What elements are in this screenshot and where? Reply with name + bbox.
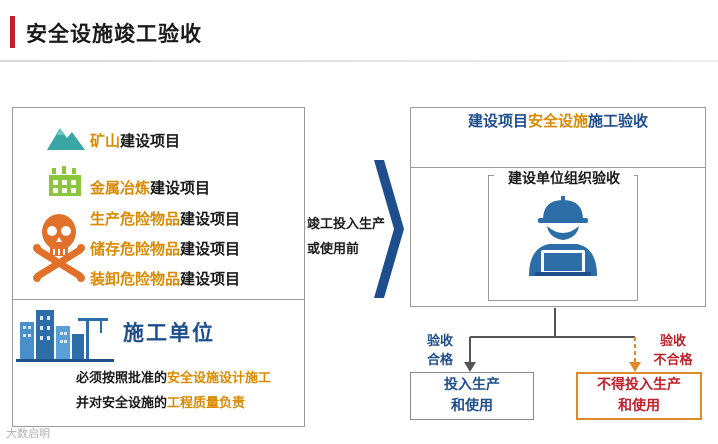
fail-result-line-2: 和使用 [618,398,660,414]
worker-laptop-icon [529,196,597,276]
requirement-line-1: 必须按照批准的安全设施设计施工 [76,371,272,386]
fail-label-line-1: 验收 [659,334,686,349]
acceptance-divider [410,167,706,168]
pass-result-box [410,372,534,420]
pass-label-line-2: 合格 [426,353,453,368]
organize-acceptance-label: 建设单位组织验收 [494,168,634,188]
header-divider [0,60,718,62]
project-item-hazard-storage: 储存危险物品建设项目 [90,240,241,258]
pass-result-line-2: 和使用 [451,398,493,414]
project-item-metallurgy: 金属冶炼建设项目 [90,179,211,197]
fail-label-line-2: 不合格 [653,353,693,368]
title-accent-bar [10,16,15,48]
condition-line-1: 竣工投入生产 [307,217,386,232]
pass-result-line-1: 投入生产 [444,377,500,393]
construction-unit-title: 施工单位 [123,321,215,345]
chevron-right-icon [374,160,404,298]
factory-icon [49,166,81,196]
fail-result-line-1: 不得投入生产 [597,377,681,393]
city-buildings-icon [16,310,114,362]
project-item-hazard-production: 生产危险物品建设项目 [90,210,241,228]
condition-line-2: 或使用前 [307,242,360,257]
panel-divider [12,299,305,300]
acceptance-panel [410,107,706,307]
project-item-mining: 矿山建设项目 [90,132,181,150]
mountain-icon [47,128,85,150]
result-connectors [464,308,641,372]
page-title: 安全设施竣工验收 [26,22,202,46]
fail-result-box [576,372,702,420]
skull-crossbones-icon [33,214,85,282]
pass-label-line-1: 验收 [426,334,453,349]
acceptance-title: 建设项目安全设施施工验收 [467,112,649,130]
watermark: 大数启明 [6,427,50,440]
project-item-hazard-loading: 装卸危险物品建设项目 [90,270,241,288]
requirement-line-2: 并对安全设施的工程质量负责 [76,396,246,411]
project-types-panel [12,107,305,427]
